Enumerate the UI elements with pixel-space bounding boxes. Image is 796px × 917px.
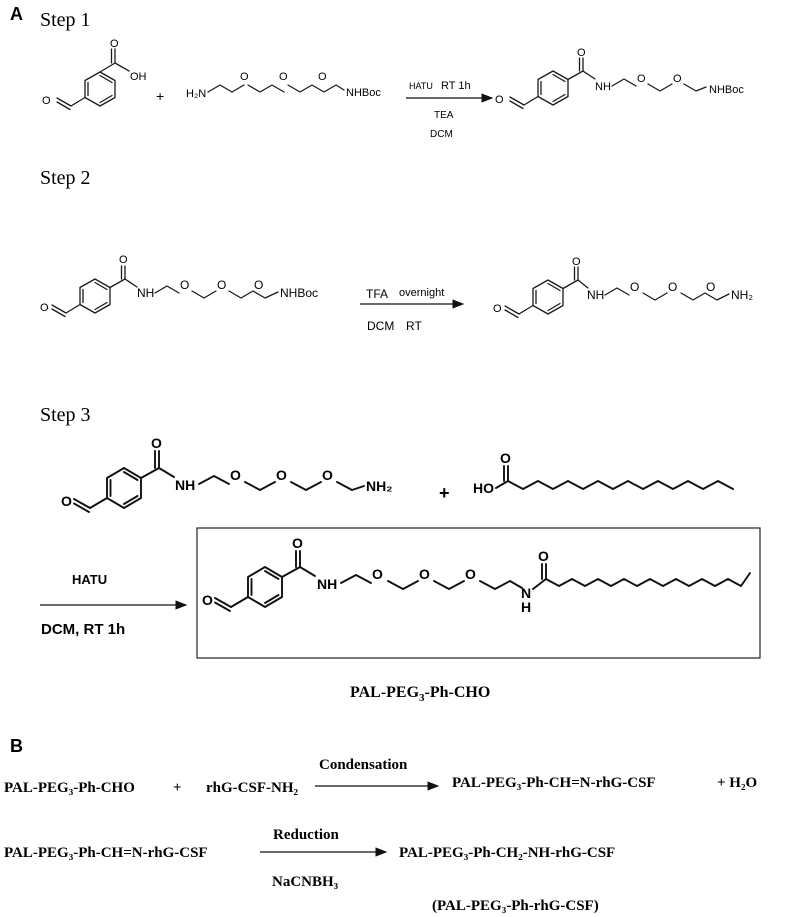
product-1-ether-o-1: O	[637, 73, 646, 85]
step-2-reagent-overnight: overnight	[399, 287, 444, 299]
condensation-byproduct: + H₂O	[717, 775, 757, 791]
step-2-reagent-dcm: DCM	[367, 319, 394, 333]
reduction-reactant: PAL-PEG₃-Ph-CH=N-rhG-CSF	[4, 845, 208, 861]
step-3-reaction-arrow: HATU DCM, RT 1h	[40, 572, 188, 638]
step-3-aldehyde-o: O	[61, 493, 72, 509]
ether-o-2: O	[279, 71, 288, 83]
step-3-carbonyl-o: O	[151, 435, 162, 451]
step-3-label: Step 3	[40, 404, 91, 426]
step-3-reagent-dcm-rt: DCM, RT 1h	[41, 621, 125, 638]
step-2-nhboc: NHBoc	[280, 286, 318, 300]
ether-o-3: O	[318, 71, 327, 83]
product-carbonyl-o: O	[292, 535, 303, 551]
step-3-plus: +	[439, 483, 450, 503]
condensation-condition: Condensation	[319, 757, 408, 773]
product-amide-h: H	[521, 599, 531, 615]
product-1-aldehyde-o: O	[495, 94, 504, 106]
step-2-nh: NH	[137, 286, 154, 300]
panel-a-label: A	[10, 4, 23, 24]
palmitic-acid: HO O	[473, 450, 734, 496]
step-3: Step 3 O NH O O O NH₂ O +	[40, 404, 761, 704]
step-3-nh: NH	[175, 477, 195, 493]
panel-b-label: B	[10, 736, 23, 756]
step-1-reaction-arrow: HATU RT 1h TEA DCM	[406, 80, 494, 140]
step-2-ether-o-2: O	[217, 278, 226, 292]
step-1-reagent-hatu: HATU	[409, 81, 433, 91]
step-3-reagent-hatu: HATU	[72, 572, 107, 587]
product-ether-o-3: O	[465, 566, 476, 582]
product-ether-o-2: O	[419, 566, 430, 582]
product-1-ether-o-2: O	[673, 73, 682, 85]
reaction-reduction: PAL-PEG₃-Ph-CH=N-rhG-CSF Reduction NaCNB…	[4, 827, 615, 914]
step-3-nh2: NH₂	[366, 478, 392, 494]
step-2-ether-o-1: O	[180, 278, 189, 292]
step-2-carbonyl-o: O	[119, 254, 128, 266]
product-name: PAL-PEG3-Ph-CHO	[350, 684, 490, 704]
step-1-reagent-dcm: DCM	[430, 129, 453, 140]
acid-oh: OH	[130, 71, 147, 83]
product-nh: NH	[317, 576, 337, 592]
reduction-condition-top: Reduction	[273, 827, 339, 843]
step-2: Step 2 O NH O O O NHBoc O TFA	[40, 167, 753, 333]
aldehyde-o: O	[42, 95, 51, 107]
formylbenzoic-acid: O OH O	[42, 38, 147, 111]
step-3-ether-o-2: O	[276, 467, 287, 483]
reaction-condensation: PAL-PEG₃-Ph-CHO + rhG-CSF-NH₂ Condensati…	[4, 757, 757, 796]
product-amide-n: N	[521, 585, 531, 601]
step-2-reagent-tfa: TFA	[366, 287, 388, 301]
product-ether-o-1: O	[372, 566, 383, 582]
step-2-product-aldehyde-o: O	[493, 303, 502, 315]
step-2-aldehyde-o: O	[40, 302, 49, 314]
step-3-ether-o-1: O	[230, 467, 241, 483]
reduction-condition-bottom: NaCNBH₃	[272, 874, 339, 890]
condensation-plus: +	[173, 780, 182, 796]
step-1-reagent-rt: RT 1h	[441, 80, 471, 92]
step-2-product-ether-o-3: O	[706, 280, 715, 294]
step-1: Step 1 O OH O + H₂N O O O	[40, 9, 744, 140]
step-2-product-carbonyl-o: O	[572, 256, 581, 268]
amine-h2n: H₂N	[186, 88, 206, 100]
product-box: O NH O O O N H O O	[196, 527, 761, 659]
condensation-reactant-2: rhG-CSF-NH₂	[206, 780, 298, 796]
step-3-amine-reactant: O NH O O O NH₂ O	[61, 435, 392, 513]
product-amide-carbonyl-o: O	[538, 548, 549, 564]
step-2-ether-o-3: O	[254, 278, 263, 292]
acid-ho: HO	[473, 480, 494, 496]
product-1-nh: NH	[595, 81, 611, 93]
acid-carbonyl-o: O	[110, 38, 119, 50]
step-1-plus: +	[156, 88, 164, 104]
condensation-reactant-1: PAL-PEG₃-Ph-CHO	[4, 780, 135, 796]
step-2-product-ether-o-1: O	[630, 280, 639, 294]
reduction-product-alias: (PAL-PEG₃-Ph-rhG-CSF)	[432, 898, 599, 914]
step-2-reactant: O NH O O O NHBoc O	[40, 254, 318, 318]
ether-o-1: O	[240, 71, 249, 83]
step-1-label: Step 1	[40, 9, 91, 31]
reduction-product: PAL-PEG₃-Ph-CH₂-NH-rhG-CSF	[399, 845, 615, 861]
product-1-carbonyl-o: O	[577, 47, 586, 59]
step-1-reagent-tea: TEA	[434, 110, 454, 121]
product-aldehyde-o: O	[202, 592, 213, 608]
acid-carbonyl-o: O	[500, 450, 511, 466]
step-2-product: O NH O O O NH₂ O	[493, 256, 753, 319]
nhboc-label: NHBoc	[346, 87, 381, 99]
product-1-nhboc: NHBoc	[709, 84, 744, 96]
step-1-product: O NH O O NHBoc O	[495, 47, 744, 110]
step-2-product-ether-o-2: O	[668, 280, 677, 294]
boc-peg-amine: H₂N O O O NHBoc	[186, 71, 381, 100]
step-2-reaction-arrow: TFA overnight DCM RT	[360, 287, 465, 333]
step-2-product-nh2: NH₂	[731, 288, 753, 302]
condensation-product: PAL-PEG₃-Ph-CH=N-rhG-CSF	[452, 775, 656, 791]
step-2-product-nh: NH	[587, 288, 604, 302]
step-2-reagent-rt: RT	[406, 319, 422, 333]
step-2-label: Step 2	[40, 167, 91, 189]
step-3-ether-o-3: O	[322, 467, 333, 483]
